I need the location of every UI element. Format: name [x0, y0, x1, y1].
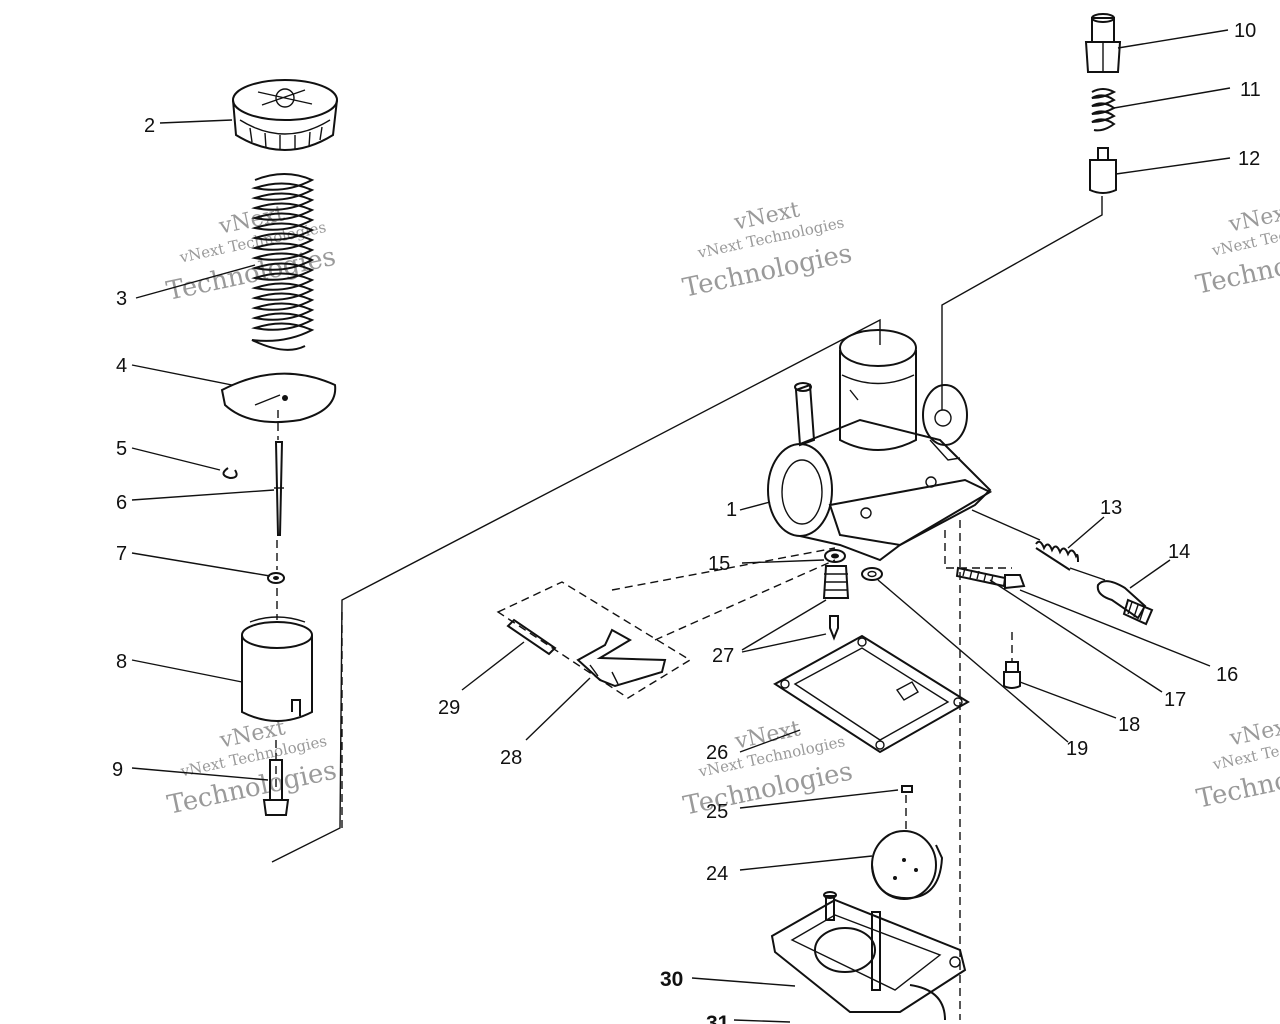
- leader-line: [131, 659, 243, 683]
- part-bowl-gasket: [773, 634, 970, 754]
- assembly-line: [271, 318, 881, 863]
- float-pin-group: [496, 581, 692, 699]
- part-seat-washer: [824, 549, 846, 563]
- assembly-line: [611, 547, 836, 591]
- part-float-arm: [576, 628, 667, 688]
- assembly-line: [944, 530, 1012, 569]
- part-small-spring: [1091, 88, 1117, 132]
- watermark-center-bottom: vNext vNext Technologies Technologies: [681, 716, 856, 821]
- part-o-ring: [861, 567, 883, 581]
- leader-line: [1129, 559, 1171, 589]
- assembly-line: [971, 509, 1041, 541]
- leader-line: [739, 729, 801, 753]
- leader-line: [989, 579, 1163, 693]
- leader-line: [131, 489, 275, 501]
- part-pilot-screw: [955, 566, 1026, 590]
- leader-line: [131, 364, 233, 386]
- leader-line: [739, 501, 771, 511]
- leader-line: [1117, 29, 1229, 49]
- callout-11: 11: [1240, 79, 1261, 101]
- callout-7: 7: [116, 543, 127, 565]
- part-needle: [274, 441, 284, 536]
- part-idle-screw: [1096, 580, 1154, 626]
- leader-line: [131, 552, 271, 577]
- callout-4: 4: [116, 355, 127, 377]
- callout-24: 24: [706, 863, 728, 885]
- part-cap: [232, 79, 338, 151]
- leader-line: [1019, 681, 1117, 719]
- part-main-jet: [1003, 661, 1021, 689]
- callout-12: 12: [1238, 148, 1260, 170]
- part-throttle-slide: [241, 616, 313, 722]
- callout-6: 6: [116, 492, 127, 514]
- watermark-center-top: vNext vNext Technologies Technologies: [680, 197, 855, 303]
- assembly-line: [654, 559, 836, 641]
- part-plunger: [1089, 147, 1117, 194]
- callout-19: 19: [1066, 738, 1088, 760]
- watermark-right-top: vNext vNext Technologies Technologies: [1193, 199, 1280, 300]
- callout-8: 8: [116, 651, 127, 673]
- leader-line: [1115, 157, 1231, 175]
- leader-line: [525, 677, 591, 741]
- leader-line: [739, 855, 873, 871]
- leader-line: [691, 977, 796, 987]
- leader-line: [733, 1019, 791, 1023]
- leader-line: [741, 599, 827, 651]
- callout-29: 29: [438, 697, 460, 719]
- watermark-left-bottom: vNext vNext Technologies Technologies: [165, 715, 340, 821]
- leader-line: [1113, 87, 1231, 109]
- callout-27: 27: [712, 645, 734, 667]
- callout-9: 9: [112, 759, 123, 781]
- callout-25: 25: [706, 801, 728, 823]
- part-screw: [262, 740, 290, 816]
- watermark-right-bottom: vNext vNext Technologies Technologies: [1194, 713, 1280, 814]
- part-float-pin: [506, 618, 557, 656]
- leader-line: [131, 447, 221, 471]
- callout-15: 15: [708, 553, 730, 575]
- part-plate: [220, 372, 337, 424]
- part-carburetor-body: [767, 329, 993, 562]
- leader-line: [461, 641, 525, 691]
- callout-16: 16: [1216, 664, 1238, 686]
- leader-line: [159, 119, 233, 124]
- leader-line: [1067, 516, 1105, 549]
- callout-1: 1: [726, 499, 737, 521]
- callout-30: 30: [660, 968, 683, 991]
- callout-14: 14: [1168, 541, 1190, 563]
- part-float-bowl: [770, 891, 967, 1021]
- leader-line: [1019, 589, 1211, 667]
- callout-17: 17: [1164, 689, 1186, 711]
- part-clip: [222, 467, 238, 480]
- part-float: [871, 830, 944, 900]
- leader-line: [741, 559, 825, 564]
- callout-31: 31: [706, 1012, 730, 1024]
- part-adjuster-nut: [1084, 13, 1122, 73]
- part-washer: [267, 572, 285, 584]
- leader-line: [741, 633, 827, 653]
- callout-3: 3: [116, 288, 127, 310]
- callout-26: 26: [706, 742, 728, 764]
- leader-line: [135, 264, 256, 299]
- assembly-line: [1069, 567, 1106, 581]
- callout-13: 13: [1100, 497, 1122, 519]
- callout-28: 28: [500, 747, 522, 769]
- callout-18: 18: [1118, 714, 1140, 736]
- leader-line: [877, 579, 1069, 743]
- callout-2: 2: [144, 115, 155, 137]
- part-needle-seat: [822, 565, 850, 641]
- callout-5: 5: [116, 438, 127, 460]
- part-idle-spring: [1035, 540, 1079, 571]
- leader-line: [131, 767, 269, 781]
- callout-10: 10: [1234, 20, 1256, 42]
- assembly-line: [941, 196, 1103, 410]
- part-spring: [251, 173, 315, 351]
- leader-line: [739, 789, 899, 809]
- part-small-plug: [901, 785, 913, 793]
